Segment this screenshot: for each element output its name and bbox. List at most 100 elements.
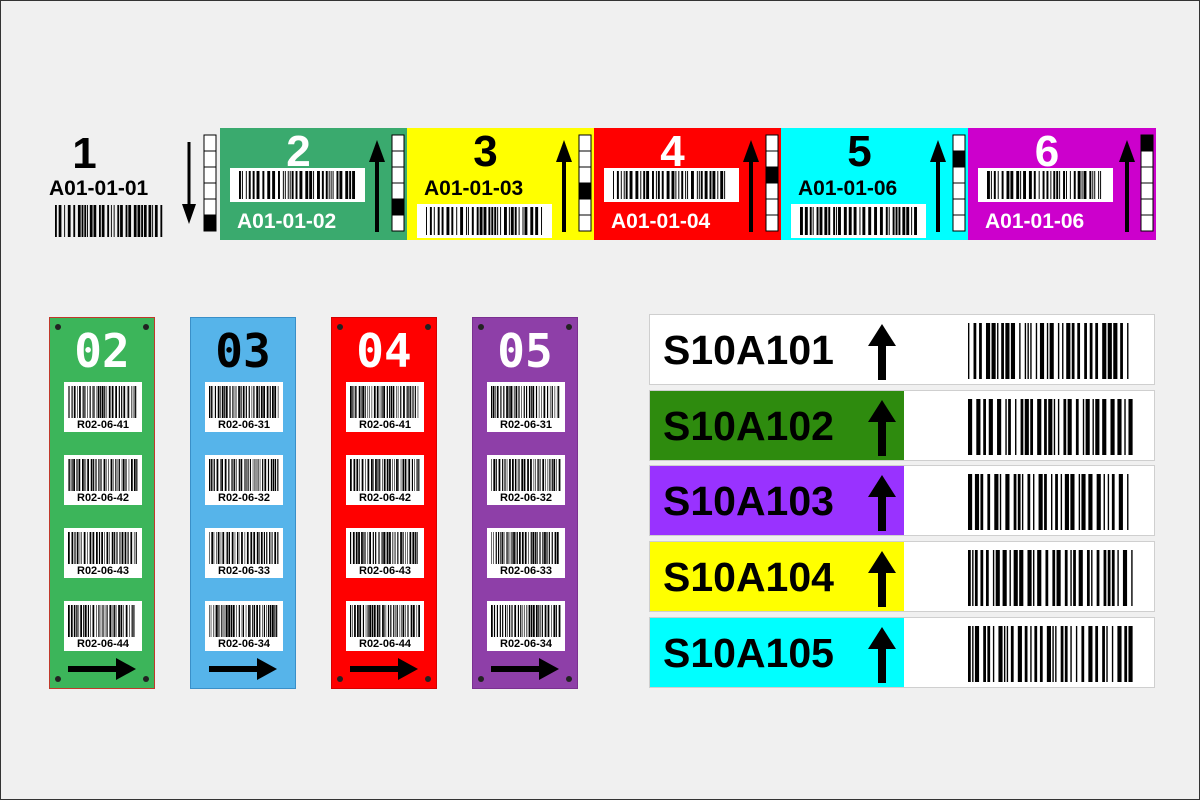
barcode-tag-code: R02-06-34 bbox=[218, 638, 270, 650]
arrow-right-icon bbox=[68, 658, 136, 680]
arrow-up-icon bbox=[868, 627, 896, 683]
barcode-tag: R02-06-41 bbox=[346, 382, 424, 432]
barcode-tag-code: R02-06-32 bbox=[500, 492, 552, 504]
arrow-up-icon bbox=[1119, 140, 1135, 232]
rack-label-color-band bbox=[650, 618, 904, 687]
barcode-icon bbox=[350, 459, 420, 491]
barcode-tag: R02-06-32 bbox=[205, 455, 283, 505]
barcode-icon bbox=[968, 474, 1129, 530]
vertical-label-04: 04 R02-06-41 R02-06-42 R02-06-43 R02-06-… bbox=[331, 317, 437, 689]
arrow-up-icon bbox=[868, 475, 896, 531]
strip-cell-6: 6 A01-01-06 bbox=[968, 128, 1156, 240]
arrow-right-icon bbox=[209, 658, 277, 680]
barcode-tag: R02-06-33 bbox=[487, 528, 565, 578]
mounting-hole bbox=[337, 324, 343, 330]
cell-number: 4 bbox=[660, 127, 685, 176]
barcode-tag-code: R02-06-43 bbox=[77, 565, 129, 577]
vertical-label-05: 05 R02-06-31 R02-06-32 R02-06-33 R02-06-… bbox=[472, 317, 578, 689]
barcode-tag-code: R02-06-44 bbox=[359, 638, 411, 650]
barcode-tag-code: R02-06-43 bbox=[359, 565, 411, 577]
rack-label-code: S10A103 bbox=[663, 478, 834, 524]
rack-label-color-band bbox=[650, 391, 904, 460]
barcode-icon bbox=[68, 459, 138, 491]
arrow-up-icon bbox=[556, 140, 572, 232]
mounting-hole bbox=[566, 324, 572, 330]
arrow-down-icon bbox=[182, 142, 196, 224]
barcode-tag-code: R02-06-44 bbox=[77, 638, 129, 650]
barcode-icon bbox=[491, 532, 559, 564]
strip-cell-5: 5 A01-01-06 bbox=[781, 128, 968, 240]
barcode-tag: R02-06-33 bbox=[205, 528, 283, 578]
barcode-tag: R02-06-43 bbox=[346, 528, 424, 578]
strip-cell-4: 4 A01-01-04 bbox=[594, 128, 781, 240]
barcode-tag: R02-06-32 bbox=[487, 455, 565, 505]
barcode-icon bbox=[68, 605, 135, 637]
barcode-tag-code: R02-06-42 bbox=[359, 492, 411, 504]
location-label-strip: 1 A01-01-01 2 A01-01-02 3 A01-01-03 bbox=[1, 128, 1200, 240]
barcode-icon bbox=[491, 459, 561, 491]
mounting-hole bbox=[566, 676, 572, 682]
level-indicator-icon bbox=[952, 134, 966, 232]
barcode-tag: R02-06-42 bbox=[346, 455, 424, 505]
barcode-tag-code: R02-06-34 bbox=[500, 638, 552, 650]
barcode-icon bbox=[55, 205, 163, 237]
mounting-hole bbox=[55, 676, 61, 682]
arrow-right-icon bbox=[491, 658, 559, 680]
cell-number: 2 bbox=[286, 127, 311, 176]
arrow-up-icon bbox=[369, 140, 385, 232]
barcode-icon bbox=[209, 532, 279, 564]
barcode-icon bbox=[987, 171, 1102, 199]
barcode-tag: R02-06-31 bbox=[205, 382, 283, 432]
rack-label-s10a102: S10A102 bbox=[649, 390, 1155, 461]
cell-number: 1 bbox=[72, 129, 97, 178]
cell-location-code: A01-01-01 bbox=[49, 177, 149, 200]
barcode-tag: R02-06-41 bbox=[64, 382, 142, 432]
vertical-label-number: 04 bbox=[356, 324, 412, 378]
mounting-hole bbox=[478, 324, 484, 330]
barcode-icon bbox=[350, 386, 419, 418]
mounting-hole bbox=[337, 676, 343, 682]
level-indicator-icon bbox=[391, 134, 405, 232]
rack-label-s10a103: S10A103 bbox=[649, 465, 1155, 536]
barcode-icon bbox=[968, 626, 1133, 682]
rack-label-s10a105: S10A105 bbox=[649, 617, 1155, 688]
arrow-up-icon bbox=[868, 551, 896, 607]
barcode-tag-code: R02-06-32 bbox=[218, 492, 270, 504]
mounting-hole bbox=[143, 676, 149, 682]
rack-label-code: S10A102 bbox=[663, 403, 834, 449]
cell-location-code: A01-01-04 bbox=[611, 210, 711, 233]
arrow-up-icon bbox=[868, 400, 896, 456]
barcode-icon bbox=[350, 605, 420, 637]
level-indicator-icon bbox=[578, 134, 592, 232]
barcode-tag: R02-06-44 bbox=[64, 601, 142, 651]
vertical-label-number: 05 bbox=[497, 324, 553, 378]
level-indicator-icon bbox=[1140, 134, 1154, 232]
mounting-hole bbox=[143, 324, 149, 330]
rack-label-code: S10A105 bbox=[663, 630, 834, 676]
barcode-tag-code: R02-06-41 bbox=[359, 419, 411, 431]
barcode-icon bbox=[968, 323, 1129, 379]
barcode-tag: R02-06-34 bbox=[487, 601, 565, 651]
barcode-tag-code: R02-06-31 bbox=[500, 419, 552, 431]
arrow-up-icon bbox=[743, 140, 759, 232]
barcode-tag: R02-06-43 bbox=[64, 528, 142, 578]
barcode-tag: R02-06-42 bbox=[64, 455, 142, 505]
barcode-tag: R02-06-31 bbox=[487, 382, 565, 432]
mounting-hole bbox=[425, 676, 431, 682]
cell-number: 6 bbox=[1034, 127, 1060, 176]
barcode-icon bbox=[800, 207, 917, 235]
barcode-tag-code: R02-06-33 bbox=[218, 565, 270, 577]
level-indicator-icon bbox=[765, 134, 779, 232]
level-indicator-icon bbox=[203, 134, 217, 232]
rack-label-s10a104: S10A104 bbox=[649, 541, 1155, 612]
rack-label-code: S10A104 bbox=[663, 554, 834, 600]
vertical-label-number: 02 bbox=[74, 324, 130, 378]
strip-cell-3: 3 A01-01-03 bbox=[407, 128, 594, 240]
barcode-tag-code: R02-06-42 bbox=[77, 492, 129, 504]
barcode-tag-code: R02-06-41 bbox=[77, 419, 129, 431]
barcode-icon bbox=[239, 171, 356, 199]
arrow-right-icon bbox=[350, 658, 418, 680]
arrow-up-icon bbox=[930, 140, 946, 232]
barcode-icon bbox=[209, 459, 279, 491]
